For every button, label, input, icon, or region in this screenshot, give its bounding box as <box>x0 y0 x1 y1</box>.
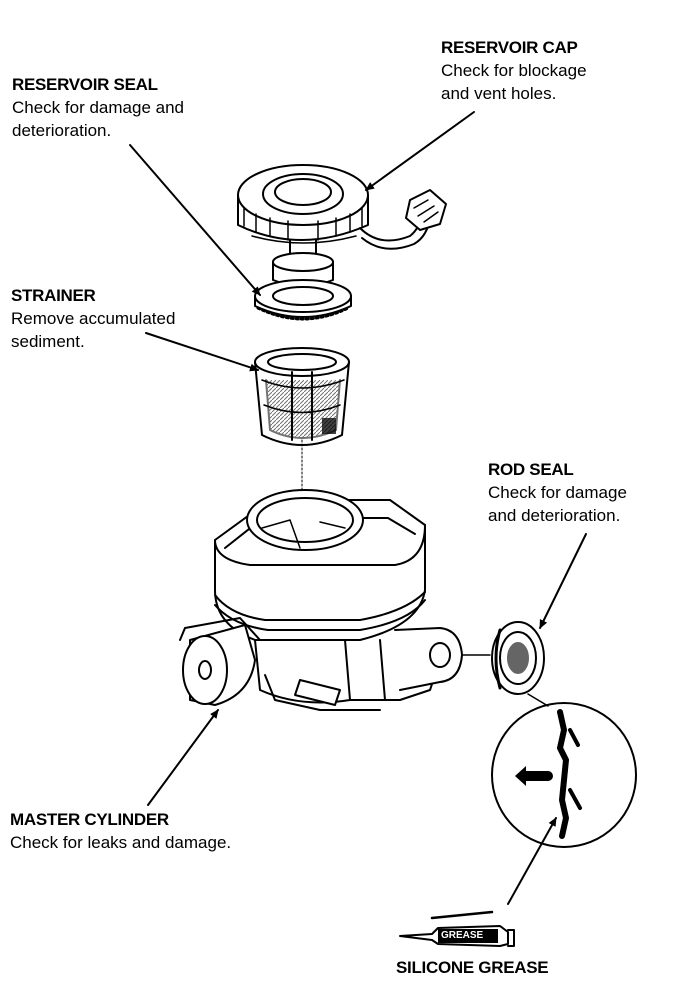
master-cylinder-line-1: Check for leaks and damage. <box>10 833 232 852</box>
strainer-label: STRAINER Remove accumulated sediment. <box>11 284 175 353</box>
reservoir-seal-title: RESERVOIR SEAL <box>12 75 158 94</box>
leader-arrows <box>129 111 587 905</box>
master-cylinder-label: MASTER CYLINDER Check for leaks and dama… <box>10 808 231 854</box>
master-cylinder-arrow <box>147 709 219 806</box>
reservoir-seal-arrow <box>129 144 261 296</box>
reservoir-seal-label: RESERVOIR SEAL Check for damage and dete… <box>12 73 184 142</box>
strainer-title: STRAINER <box>11 286 96 305</box>
reservoir-seal-line-1: Check for damage and <box>12 98 184 117</box>
strainer-line-2: sediment. <box>11 332 85 351</box>
strainer-arrow <box>145 332 259 372</box>
reservoir-cap-line-2: and vent holes. <box>441 84 557 103</box>
rod-seal <box>491 621 545 695</box>
reservoir-cap-line-1: Check for blockage <box>441 61 587 80</box>
rod-seal-label: ROD SEAL Check for damage and deteriorat… <box>488 458 627 527</box>
silicone-grease-tube <box>399 910 515 947</box>
rod-seal-detail-view <box>491 693 637 848</box>
silicone-grease-label: SILICONE GREASE <box>396 956 549 979</box>
reservoir-cap-title: RESERVOIR CAP <box>441 38 578 57</box>
master-cylinder-title: MASTER CYLINDER <box>10 810 169 829</box>
rod-seal-line-1: Check for damage <box>488 483 627 502</box>
level-sensor-wire <box>359 189 447 250</box>
reservoir-seal <box>254 252 352 321</box>
reservoir-seal-line-2: deterioration. <box>12 121 112 140</box>
reservoir-cap-label: RESERVOIR CAP Check for blockage and ven… <box>441 36 587 105</box>
grease-tube-text: GREASE <box>441 930 484 941</box>
grease-arrow <box>507 817 557 905</box>
rod-seal-line-2: and deterioration. <box>488 506 621 525</box>
rod-seal-arrow <box>539 533 587 629</box>
reservoir-cap <box>237 164 369 263</box>
reservoir-cap-arrow <box>365 111 475 191</box>
rod-seal-title: ROD SEAL <box>488 460 574 479</box>
silicone-grease-title: SILICONE GREASE <box>396 958 549 977</box>
master-cylinder <box>179 489 491 711</box>
strainer <box>254 347 350 446</box>
strainer-line-1: Remove accumulated <box>11 309 176 328</box>
